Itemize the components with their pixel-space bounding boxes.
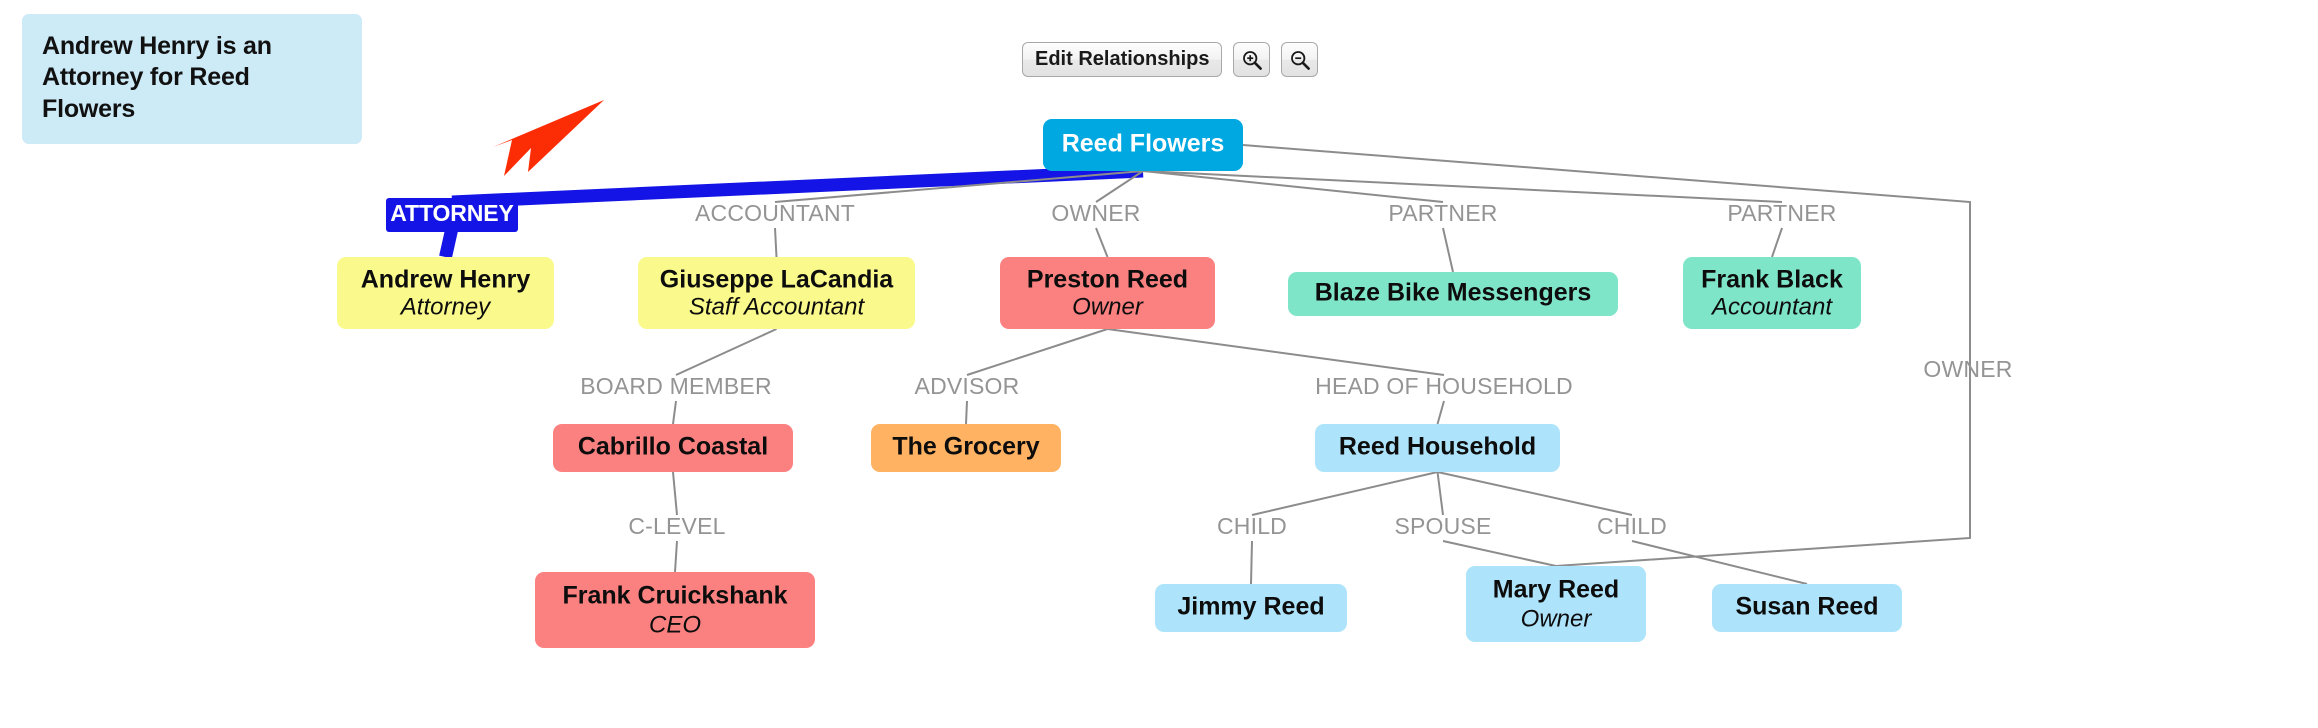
node-title: Frank Cruickshank bbox=[562, 582, 787, 610]
edge-label-hoh[interactable]: HEAD OF HOUSEHOLD bbox=[1315, 373, 1573, 399]
graph-node-jimmy-reed[interactable]: Jimmy Reed bbox=[1155, 584, 1347, 632]
node-background bbox=[1288, 272, 1618, 316]
graph-edge-hoh[interactable] bbox=[1107, 328, 1445, 425]
edge-label-spouse[interactable]: SPOUSE bbox=[1394, 513, 1491, 539]
edge-label-board[interactable]: BOARD MEMBER bbox=[580, 373, 772, 399]
node-background bbox=[553, 424, 793, 472]
graph-edge-attorney[interactable] bbox=[439, 164, 1144, 259]
node-title: Cabrillo Coastal bbox=[578, 433, 768, 461]
graph-edges-layer bbox=[439, 144, 1971, 585]
edge-label-partner_1[interactable]: PARTNER bbox=[1388, 200, 1497, 226]
edge-label-owner_2[interactable]: OWNER bbox=[1923, 356, 2012, 382]
graph-edge-child_1[interactable] bbox=[1250, 471, 1438, 585]
node-title: Giuseppe LaCandia bbox=[660, 265, 894, 293]
node-background bbox=[1466, 566, 1646, 642]
node-subtitle: Owner bbox=[1072, 293, 1144, 320]
node-title: Reed Household bbox=[1339, 433, 1536, 461]
graph-node-reed-flowers[interactable]: Reed Flowers bbox=[1043, 119, 1243, 171]
node-background bbox=[337, 257, 554, 329]
node-title: Reed Flowers bbox=[1062, 130, 1225, 158]
graph-edge-child_2[interactable] bbox=[1437, 471, 1808, 585]
edge-label-child_2[interactable]: CHILD bbox=[1597, 513, 1667, 539]
graph-edge-clevel[interactable] bbox=[672, 471, 678, 573]
graph-node-grocery[interactable]: The Grocery bbox=[871, 424, 1061, 472]
graph-edge-owner_2[interactable] bbox=[1242, 144, 1971, 567]
node-subtitle: Attorney bbox=[399, 293, 492, 320]
node-background bbox=[535, 572, 815, 648]
edge-label-advisor[interactable]: ADVISOR bbox=[915, 373, 1020, 399]
node-background bbox=[1315, 424, 1560, 472]
magnifier-minus-icon bbox=[1289, 49, 1311, 71]
graph-node-blaze-bike[interactable]: Blaze Bike Messengers bbox=[1288, 272, 1618, 316]
edge-label-partner_2[interactable]: PARTNER bbox=[1727, 200, 1836, 226]
graph-edge-advisor[interactable] bbox=[965, 328, 1108, 425]
node-background bbox=[1043, 119, 1243, 171]
edit-relationships-button[interactable]: Edit Relationships bbox=[1022, 42, 1223, 77]
annotation-layer bbox=[493, 100, 604, 176]
graph-edge-partner_2[interactable] bbox=[1142, 170, 1783, 258]
node-subtitle: Staff Accountant bbox=[689, 293, 866, 320]
edge-label-owner[interactable]: OWNER bbox=[1051, 200, 1140, 226]
node-background bbox=[871, 424, 1061, 472]
relationship-callout-tooltip: Andrew Henry is an Attorney for Reed Flo… bbox=[22, 14, 362, 144]
edge-label-child_1[interactable]: CHILD bbox=[1217, 513, 1287, 539]
node-title: The Grocery bbox=[892, 433, 1039, 461]
graph-edge-labels-layer: ATTORNEY ACCOUNTANT OWNER PARTNER PARTNER OWN… bbox=[386, 198, 2012, 539]
graph-toolbar: Edit Relationships bbox=[1022, 42, 1319, 77]
node-background bbox=[1000, 257, 1215, 329]
graph-edge-board[interactable] bbox=[672, 328, 777, 425]
node-subtitle: Owner bbox=[1521, 605, 1593, 632]
node-title: Mary Reed bbox=[1493, 576, 1619, 604]
edge-label-accountant[interactable]: ACCOUNTANT bbox=[695, 200, 855, 226]
node-background bbox=[638, 257, 915, 329]
graph-node-cabrillo[interactable]: Cabrillo Coastal bbox=[553, 424, 793, 472]
node-title: Frank Black bbox=[1701, 265, 1843, 293]
edge-label-attorney[interactable]: ATTORNEY bbox=[390, 200, 514, 226]
edge-label-highlight-attorney bbox=[386, 198, 518, 232]
magnifier-plus-icon bbox=[1241, 49, 1263, 71]
graph-edge-spouse[interactable] bbox=[1436, 471, 1557, 567]
node-background bbox=[1155, 584, 1347, 632]
graph-node-susan-reed[interactable]: Susan Reed bbox=[1712, 584, 1902, 632]
node-subtitle: Accountant bbox=[1710, 293, 1833, 320]
node-title: Preston Reed bbox=[1027, 265, 1188, 293]
node-title: Jimmy Reed bbox=[1177, 593, 1324, 621]
node-title: Blaze Bike Messengers bbox=[1315, 279, 1592, 307]
node-subtitle: CEO bbox=[649, 611, 701, 638]
red-arrow-icon bbox=[493, 100, 604, 176]
graph-edge-owner[interactable] bbox=[1095, 170, 1144, 258]
node-background bbox=[1683, 257, 1861, 329]
graph-edge-accountant[interactable] bbox=[774, 170, 1144, 258]
graph-node-reed-household[interactable]: Reed Household bbox=[1315, 424, 1560, 472]
node-title: Andrew Henry bbox=[361, 265, 531, 293]
zoom-in-button[interactable] bbox=[1233, 42, 1271, 77]
zoom-out-button[interactable] bbox=[1281, 42, 1319, 77]
edge-label-clevel[interactable]: C-LEVEL bbox=[628, 513, 725, 539]
node-title: Susan Reed bbox=[1735, 593, 1878, 621]
graph-edge-partner_1[interactable] bbox=[1142, 170, 1454, 273]
node-background bbox=[1712, 584, 1902, 632]
